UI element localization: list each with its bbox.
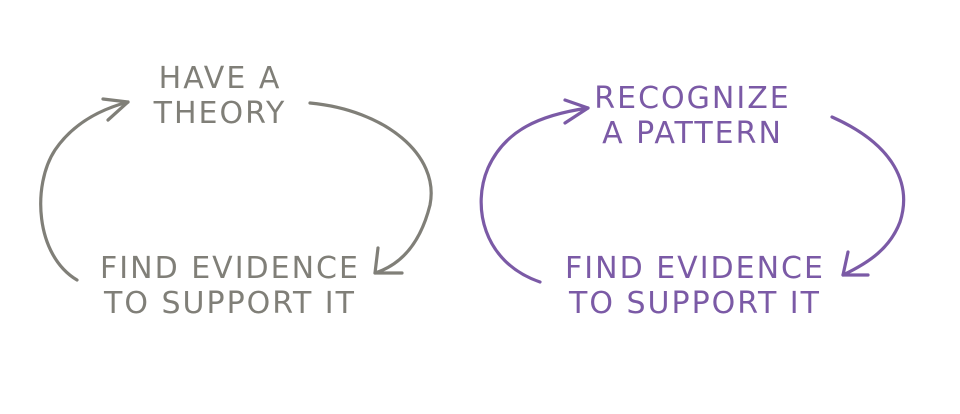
right-down-arrow (830, 115, 906, 277)
right-top-label-line-1: Recognize (594, 81, 791, 116)
right-down-arrow-head (841, 250, 870, 277)
left-bottom-label: Find evidence to support it (80, 251, 380, 321)
left-bottom-label-line-2: to support it (104, 285, 356, 321)
right-up-arrow-head (563, 98, 590, 125)
right-up-arrow (479, 106, 590, 284)
left-cycle-arrows (39, 97, 433, 282)
left-top-label: Have a Theory (120, 61, 320, 131)
right-cycle-arrows (479, 98, 906, 284)
left-up-arrow (39, 100, 130, 282)
right-bottom-label-line-1: Find evidence (565, 251, 825, 286)
right-top-label-line-2: a pattern (602, 115, 783, 151)
right-top-label: Recognize a pattern (575, 81, 810, 151)
left-down-arrow (308, 101, 433, 275)
left-top-label-line-1: Have a (158, 61, 282, 96)
left-up-arrow-head (101, 97, 130, 122)
right-bottom-label: Find evidence to support it (545, 251, 845, 321)
left-down-arrow-head (373, 246, 404, 275)
left-top-label-line-2: Theory (153, 95, 287, 131)
left-bottom-label-line-1: Find evidence (100, 251, 360, 286)
right-bottom-label-line-2: to support it (569, 285, 821, 321)
